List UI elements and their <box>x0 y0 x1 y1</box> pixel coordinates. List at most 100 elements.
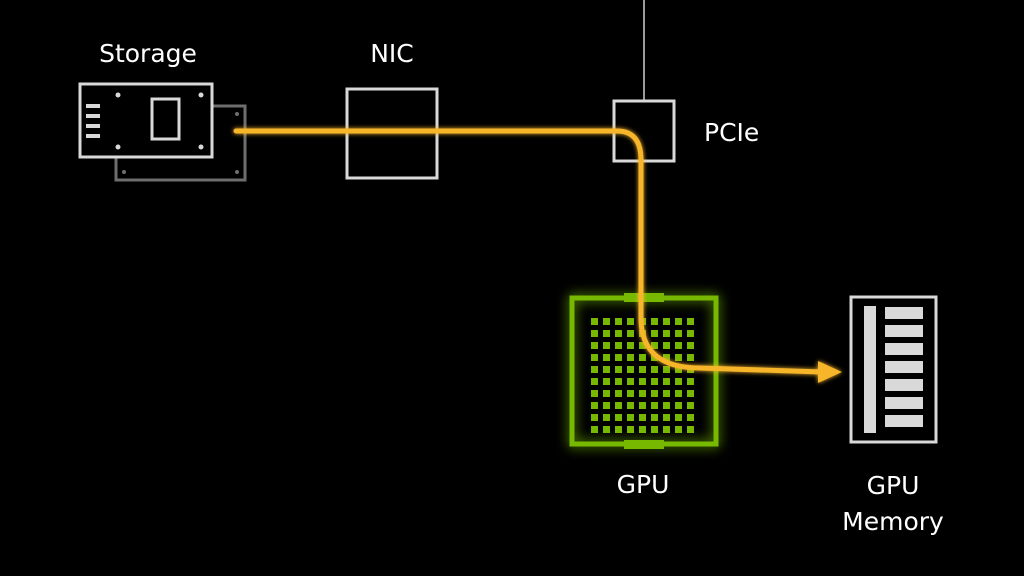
gpu-core-dot <box>663 366 670 373</box>
gpu-core-dot <box>591 390 598 397</box>
gpu-core-dot <box>615 318 622 325</box>
gpu-core-dot <box>675 402 682 409</box>
gpu-core-dot <box>687 318 694 325</box>
gpu-core-dot <box>663 390 670 397</box>
gpu-core-dot <box>663 414 670 421</box>
gpu-core-dot <box>687 426 694 433</box>
gpu-core-dot <box>663 354 670 361</box>
gpu-core-dot <box>651 402 658 409</box>
gpu-core-dot <box>675 354 682 361</box>
gpu-core-dot <box>651 414 658 421</box>
gpu-core-dot <box>591 426 598 433</box>
gpu-core-dot <box>687 354 694 361</box>
memory-bank-bar <box>885 415 923 427</box>
gpu-core-dot <box>627 342 634 349</box>
gpu-core-dot <box>639 402 646 409</box>
gpu-core-dot <box>639 426 646 433</box>
gpu-core-dot <box>651 318 658 325</box>
gpu-memory-icon <box>849 295 938 444</box>
storage-drive-icon <box>78 82 247 182</box>
gpu-core-dot <box>663 426 670 433</box>
gpu-core-dot <box>675 342 682 349</box>
gpu-core-dot <box>651 426 658 433</box>
gpu-core-dot <box>603 354 610 361</box>
gpu-core-dot <box>627 318 634 325</box>
gpu-core-dot <box>627 402 634 409</box>
gpu-core-dot <box>615 390 622 397</box>
gpu-core-dot <box>603 426 610 433</box>
gpu-core-dot <box>591 414 598 421</box>
gpu-core-dot <box>675 330 682 337</box>
gpu-memory-label: GPU Memory <box>842 468 944 540</box>
gpu-core-dot <box>639 342 646 349</box>
memory-bank-bar <box>885 397 923 409</box>
arrow-head-icon <box>818 361 842 383</box>
pcie-label: PCIe <box>704 118 760 147</box>
gpu-core-dot <box>687 330 694 337</box>
gpu-core-dot <box>603 378 610 385</box>
gpu-core-dot <box>675 366 682 373</box>
gpu-memory-label-line2: Memory <box>842 507 944 536</box>
gpu-chip-icon <box>569 293 719 449</box>
gpu-core-dot <box>615 330 622 337</box>
gpu-core-dot <box>603 342 610 349</box>
memory-bank-bar <box>885 343 923 355</box>
storage-label: Storage <box>99 39 197 68</box>
gpu-core-dot <box>687 414 694 421</box>
gpu-core-dot <box>615 366 622 373</box>
gpu-core-dot <box>651 390 658 397</box>
gpu-core-dot <box>675 414 682 421</box>
gpu-core-dot <box>615 354 622 361</box>
gpu-label: GPU <box>616 470 670 499</box>
gpu-core-dot <box>675 378 682 385</box>
gpu-core-dot <box>591 378 598 385</box>
gpu-core-dot <box>627 414 634 421</box>
gpu-core-dot <box>663 402 670 409</box>
gpu-core-dot <box>615 426 622 433</box>
gpu-core-dot <box>639 378 646 385</box>
memory-bank-bar <box>885 361 923 373</box>
gpu-core-dot <box>675 318 682 325</box>
gpu-core-dot <box>687 342 694 349</box>
gpu-core-dot <box>603 402 610 409</box>
gpu-core-dot <box>651 342 658 349</box>
gpu-core-dot <box>591 366 598 373</box>
gpu-core-dot <box>687 402 694 409</box>
memory-bank-bar <box>885 379 923 391</box>
gpu-core-dot <box>627 366 634 373</box>
gpu-core-dot <box>603 414 610 421</box>
gpu-core-dot <box>591 330 598 337</box>
gpu-core-dot <box>627 330 634 337</box>
gpu-core-dot <box>627 378 634 385</box>
nic-label: NIC <box>370 39 414 68</box>
gpu-core-dot <box>639 414 646 421</box>
gpu-core-dot <box>627 354 634 361</box>
gpu-core-dot <box>615 414 622 421</box>
gpu-core-dot <box>591 318 598 325</box>
gpu-core-dot <box>639 390 646 397</box>
gpu-core-dot <box>591 402 598 409</box>
gpu-core-dot <box>687 390 694 397</box>
data-flow-path <box>233 128 842 383</box>
gpu-memory-label-line1: GPU <box>866 471 920 500</box>
gpu-core-dot <box>591 354 598 361</box>
gpu-core-dot <box>651 378 658 385</box>
gpu-core-dot <box>663 318 670 325</box>
gpu-core-dot <box>615 378 622 385</box>
gpu-core-dot <box>615 402 622 409</box>
gpu-core-dot <box>603 390 610 397</box>
gpu-core-dot <box>663 342 670 349</box>
gpu-core-dot <box>615 342 622 349</box>
gpu-core-dot <box>663 378 670 385</box>
gpu-core-dot <box>639 354 646 361</box>
gpu-core-dot <box>603 330 610 337</box>
memory-bank-bar <box>885 307 923 319</box>
gpu-core-dot <box>675 390 682 397</box>
gpu-core-dot <box>663 330 670 337</box>
gpu-core-dot <box>603 318 610 325</box>
gpu-core-dot <box>627 390 634 397</box>
gpu-core-dot <box>639 366 646 373</box>
gpu-core-dot <box>651 330 658 337</box>
gpu-core-dot <box>675 426 682 433</box>
